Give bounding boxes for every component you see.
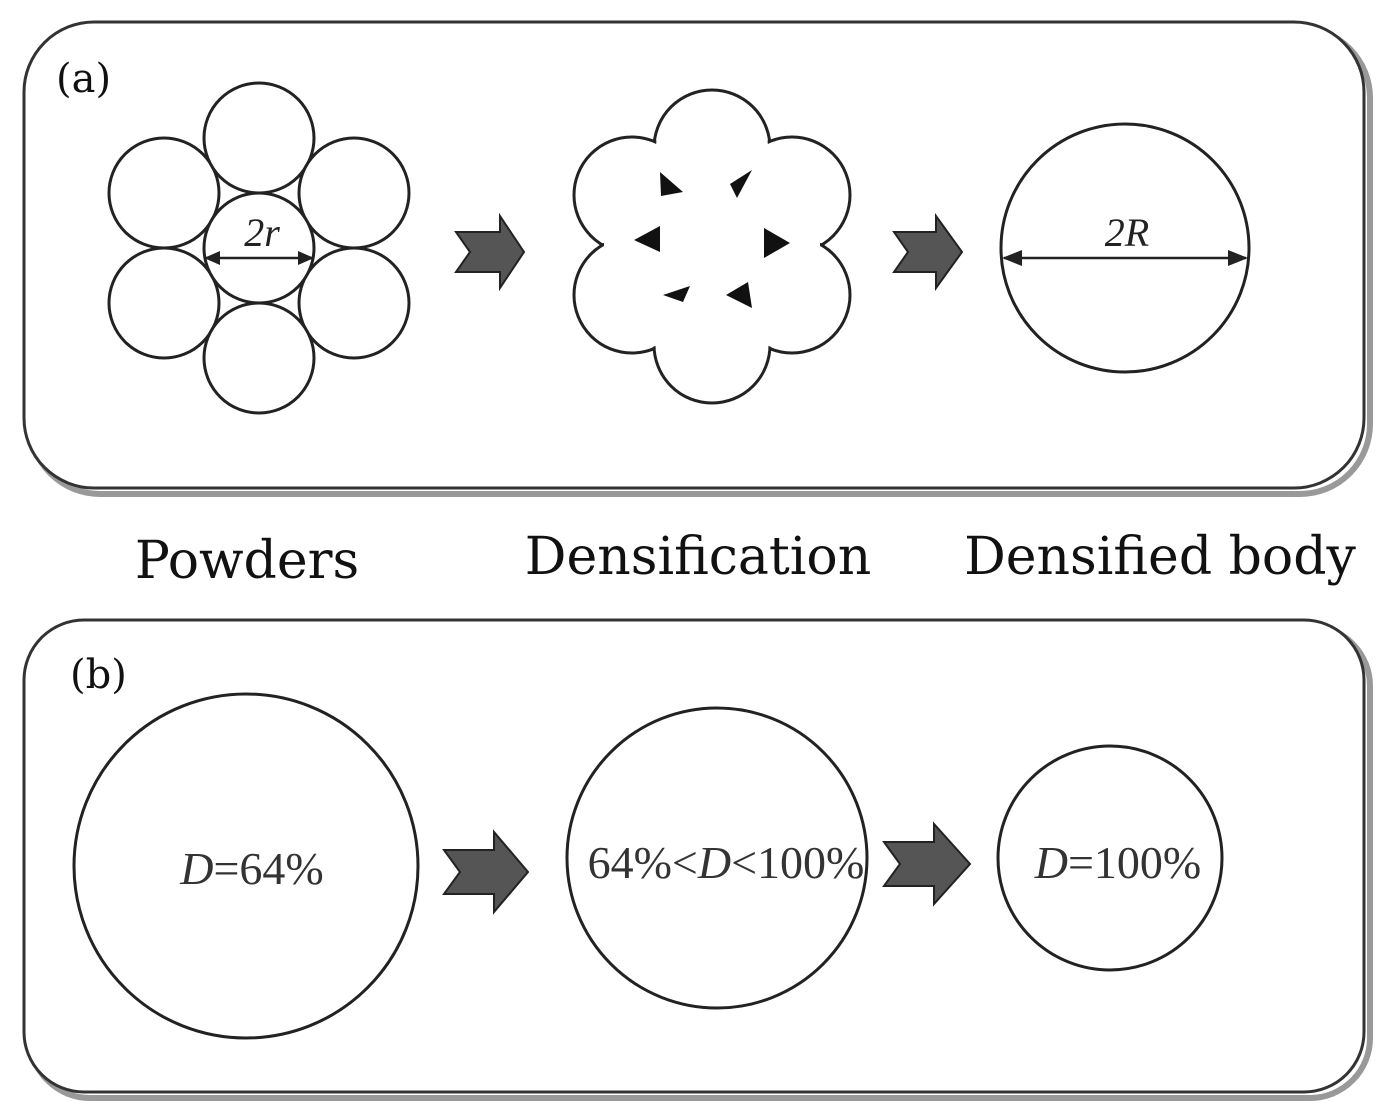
caption-densification: Densification — [525, 527, 871, 587]
powder-particle — [202, 81, 316, 195]
arrowhead-left — [1002, 250, 1022, 266]
powder-cluster: 2r — [107, 81, 411, 415]
process-arrow — [882, 821, 972, 907]
powder-particle — [297, 246, 411, 360]
large-diameter-label: 2R — [1105, 210, 1149, 255]
pore — [663, 286, 690, 302]
stage-circle-initial — [72, 692, 420, 1040]
pore — [764, 228, 790, 258]
pore — [634, 226, 660, 252]
arrowhead-left — [204, 251, 220, 265]
powder-particle — [107, 136, 221, 250]
arrowhead-right — [1228, 250, 1248, 266]
stage-label-initial: D=64% — [179, 843, 324, 894]
powder-particle-center — [202, 191, 316, 305]
powder-particle — [107, 246, 221, 360]
arrowhead-right — [298, 251, 314, 265]
panel-a-letter: (a) — [56, 56, 111, 102]
process-arrow — [892, 212, 964, 292]
pore — [730, 170, 752, 198]
pore — [660, 172, 683, 196]
panel-b-letter: (b) — [70, 652, 127, 698]
small-diameter-label: 2r — [244, 210, 280, 255]
caption-powders: Powders — [135, 531, 359, 591]
densified-body: 2R — [999, 122, 1251, 374]
pore — [726, 282, 752, 308]
panel-b: (b) D=64% 64%<D<100% D=100% — [22, 618, 1373, 1101]
stage-label-final: D=100% — [1034, 837, 1202, 888]
densified-particle — [999, 122, 1251, 374]
powder-particle — [297, 136, 411, 250]
process-arrow — [442, 829, 530, 915]
caption-densified-body: Densified body — [964, 527, 1356, 587]
stage-label-intermediate: 64%<D<100% — [588, 837, 865, 888]
stage-circle-final — [996, 744, 1224, 972]
powder-particle — [202, 301, 316, 415]
process-arrow — [454, 212, 526, 292]
stage-circle-intermediate — [565, 706, 869, 1010]
densification-cluster — [572, 88, 852, 405]
panel-a: (a) 2r — [22, 20, 1373, 497]
